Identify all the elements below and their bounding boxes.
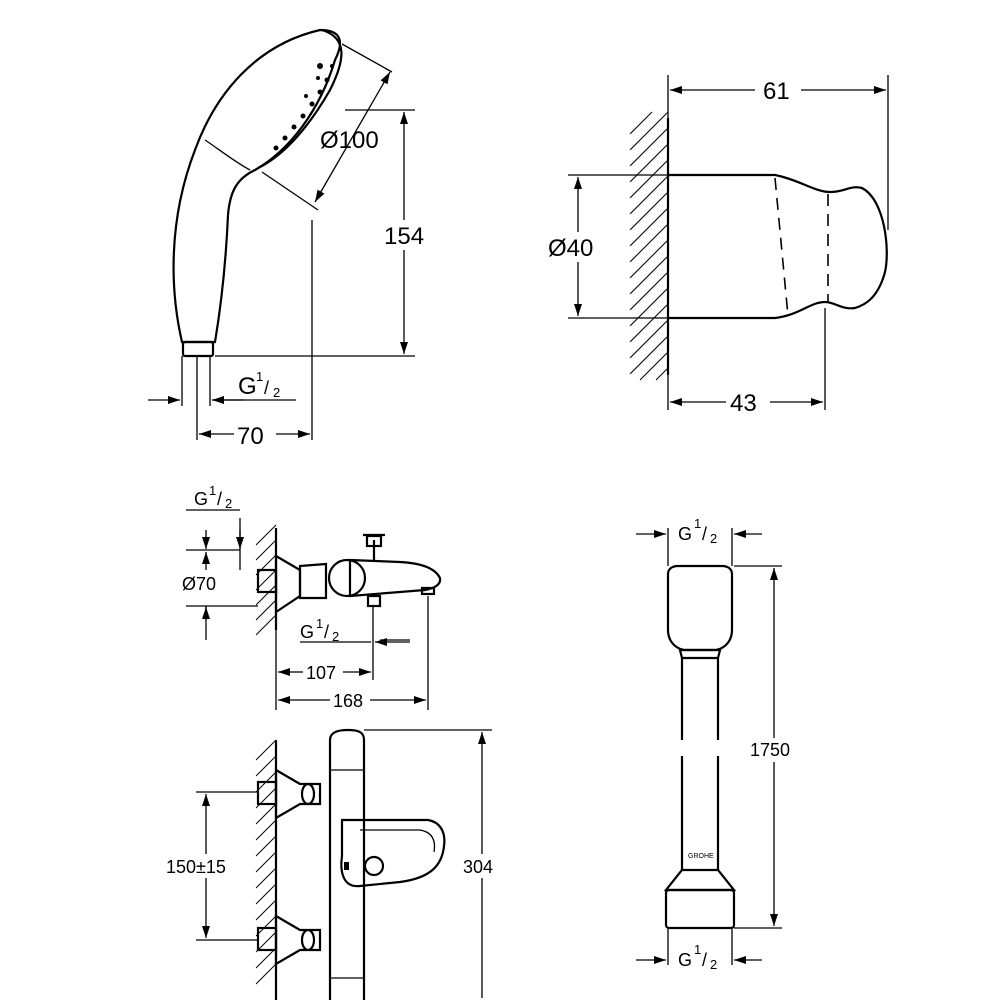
wall-holder-view: 61 Ø40 43 (548, 74, 889, 417)
dimension-thermostat-thread-spout: G 1 / 2 (300, 616, 410, 646)
hose-thread-top-numerator: 1 (694, 516, 701, 531)
thermostat-spout-offset-label: 107 (306, 663, 336, 683)
dimension-hose-thread-bottom: G 1 / 2 (636, 942, 762, 972)
svg-text:/: / (264, 378, 269, 398)
thermostat-side-view: G 1 / 2 Ø70 G 1 / 2 107 (182, 483, 442, 712)
hand-shower-outline (172, 28, 343, 358)
thermostat-front-wall-hatching (255, 739, 277, 985)
shower-width-label: 70 (237, 423, 264, 450)
holder-body (668, 173, 888, 320)
hose-length-label: 1750 (750, 740, 790, 760)
thermostat-thread-top-numerator: 1 (209, 483, 216, 498)
dimension-thermostat-height: 304 (460, 732, 504, 998)
shower-thread-letter: G (238, 373, 257, 400)
dimension-thermostat-thread-top: G 1 / 2 (186, 483, 244, 549)
thermostat-centers-label: 150±15 (166, 857, 226, 877)
thermostat-thread-spout-numerator: 1 (316, 616, 323, 631)
holder-diameter-label: Ø40 (548, 235, 593, 262)
shower-thread-numerator: 1 (256, 369, 263, 384)
hose-thread-bottom-numerator: 1 (694, 942, 701, 957)
hose-thread-top-denominator: 2 (710, 531, 717, 546)
hose-bottom-nut (664, 888, 736, 930)
shower-thread-denominator: 2 (273, 385, 280, 400)
svg-text:/: / (702, 950, 707, 970)
thermostat-side-wall-hatching (255, 524, 277, 636)
wall-hatching (629, 111, 669, 381)
shower-hose-view: GROHE G 1 / 2 1750 G 1 (636, 516, 798, 972)
dimension-shower-diameter: Ø100 (261, 43, 393, 211)
dimension-holder-depth: 43 (670, 386, 823, 417)
dimension-hose-length: 1750 (748, 568, 798, 926)
shower-diameter-label: Ø100 (320, 127, 379, 154)
thermostat-front-view: 150±15 304 (164, 728, 504, 1000)
dimension-holder-diameter: Ø40 (548, 177, 612, 316)
thermostat-thread-top-denominator: 2 (225, 496, 232, 511)
hose-top-nut (666, 564, 734, 652)
thermostat-height-label: 304 (463, 857, 493, 877)
svg-text:/: / (324, 622, 329, 642)
dimension-thermostat-spout-offset: 107 (278, 662, 371, 684)
holder-width-label: 61 (763, 78, 790, 105)
shower-height-label: 154 (384, 223, 424, 250)
thermostat-depth-label: 168 (333, 691, 363, 711)
svg-text:/: / (702, 524, 707, 544)
thermostat-thread-spout-denominator: 2 (332, 629, 339, 644)
dimension-shower-width: 70 (199, 420, 310, 450)
svg-text:/: / (217, 489, 222, 509)
dimension-shower-height: 154 (384, 112, 424, 354)
hose-thread-bottom-denominator: 2 (710, 957, 717, 972)
thermostat-thread-spout-letter: G (300, 622, 314, 642)
dimension-thermostat-diameter: Ø70 (182, 552, 216, 640)
dimension-shower-thread: G 1 / 2 (148, 369, 296, 404)
dimension-thermostat-centers: 150±15 (164, 794, 244, 938)
thermostat-diameter-label: Ø70 (182, 574, 216, 594)
dimension-thermostat-depth: 168 (278, 690, 426, 712)
holder-depth-label: 43 (730, 390, 757, 417)
nozzle-pattern (273, 63, 334, 151)
hose-thread-top-letter: G (678, 524, 692, 544)
thermostat-thread-top-letter: G (194, 489, 208, 509)
hose-brand-mark: GROHE (688, 853, 714, 860)
hose-thread-bottom-letter: G (678, 950, 692, 970)
dimension-hose-thread-top: G 1 / 2 (636, 516, 762, 546)
dimension-holder-width: 61 (670, 74, 886, 105)
hand-shower-view: Ø100 154 G 1 / 2 70 (148, 28, 424, 450)
